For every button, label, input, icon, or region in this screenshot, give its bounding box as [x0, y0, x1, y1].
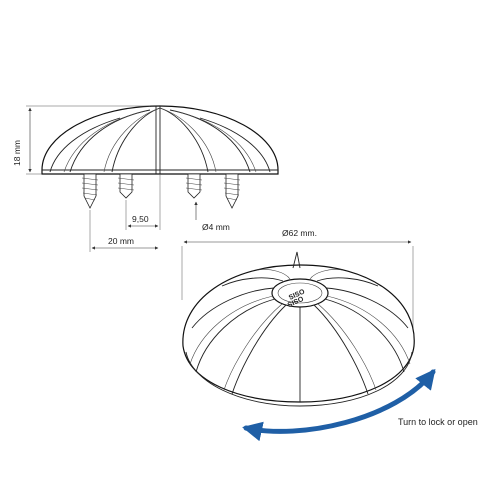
hinge-tab: [292, 251, 301, 269]
screw-3: [185, 173, 203, 199]
height-dimension: 18 mm: [12, 105, 150, 175]
perspective-ribs: [189, 269, 411, 402]
side-ribs: [49, 106, 271, 174]
side-screws: [81, 173, 241, 209]
thread-dimension: Ø4 mm: [194, 201, 230, 232]
side-view: [41, 105, 279, 209]
rotation-arrow: [242, 368, 436, 442]
rotate-hint-label: Turn to lock or open: [398, 417, 478, 427]
spacing-dimension: 20 mm: [89, 210, 159, 252]
diameter-label: Ø62 mm.: [282, 228, 317, 238]
perspective-view: SISO OSIS: [182, 251, 415, 407]
spacing-label: 20 mm: [108, 236, 134, 246]
height-label: 18 mm: [12, 140, 22, 166]
thread-label: Ø4 mm: [202, 222, 230, 232]
pitch-dimension: 9,50: [125, 174, 161, 230]
screw-2: [117, 173, 135, 199]
screw-4: [223, 173, 241, 209]
rotation-arc: [242, 368, 436, 442]
pitch-label: 9,50: [132, 214, 149, 224]
screw-1: [81, 173, 99, 209]
